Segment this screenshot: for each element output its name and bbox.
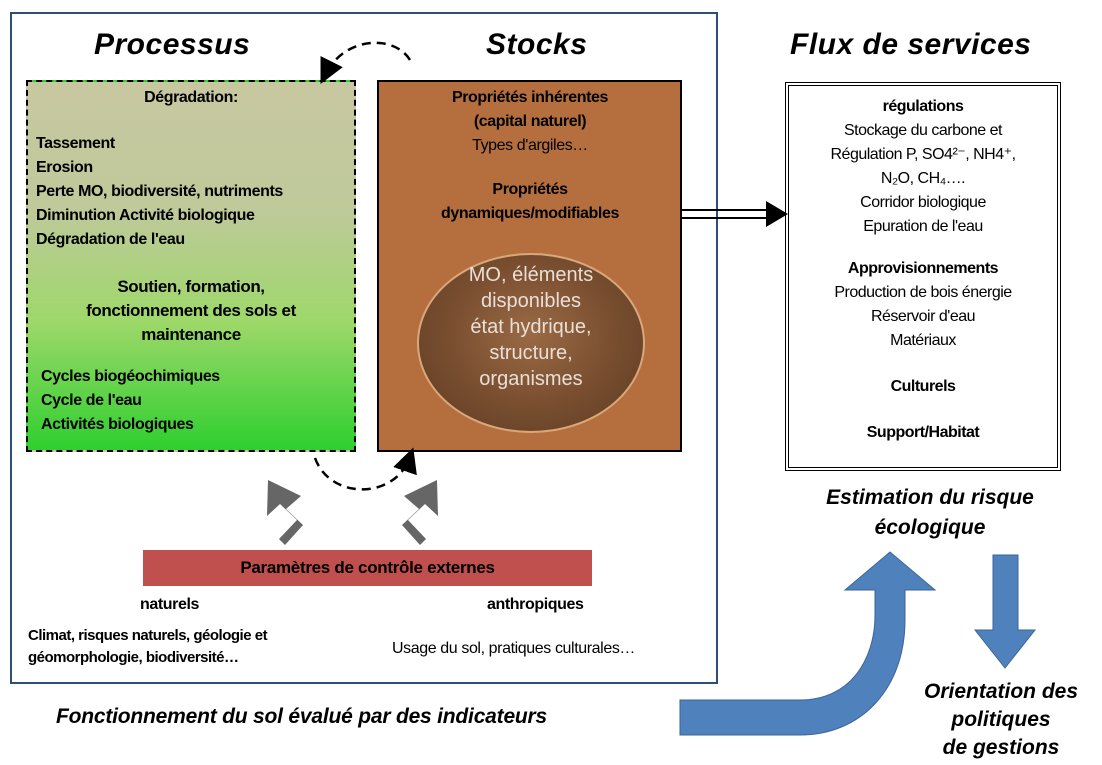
dashed-cycle-arrow-bottom [313,447,417,491]
naturels-line: Climat, risques naturels, géologie et [28,627,268,644]
degradation-item: Diminution Activité biologique [36,207,255,224]
dashed-cycle-arrow-top [320,41,412,84]
ellipse-line: structure, [489,342,573,364]
anthropiques-title: anthropiques [487,596,584,613]
regulations-title: régulations [882,98,964,115]
inherent-title: Propriétés inhérentes (capital naturel) [380,86,680,134]
fonctionnement-label: Fonctionnement du sol évalué par des ind… [56,705,548,728]
grey-arrow-left [267,480,303,545]
approvisionnements-title: Approvisionnements [847,260,999,277]
grey-arrow-right [402,480,438,545]
ellipse-line: MO, éléments [468,264,594,286]
estimation-label: Estimation du risque écologique [795,483,1065,543]
stocks-title: Stocks [486,28,588,61]
soil-ellipse [417,253,645,433]
blue-down-arrow [973,554,1037,669]
inherent-item: Types d'argiles… [472,137,588,154]
orientation-label: Orientation des politiques de gestions [900,678,1102,762]
soutien-item: Cycle de l'eau [41,392,142,409]
ellipse-line: organismes [479,368,583,390]
approvisionnements-line: Matériaux [890,332,956,349]
regulations-line: N₂O, CH₄…. [880,170,966,187]
ellipse-text: MO, éléments disponibles état hydrique, … [417,262,645,392]
estimation-line: Estimation du risque [826,486,1034,509]
orientation-line: Orientation des [923,680,1079,703]
stocks-to-flux-arrow-head [766,201,788,227]
inherent-title-line: (capital naturel) [473,113,587,130]
ellipse-line: disponibles [480,290,582,312]
processus-title: Processus [94,28,251,61]
dynamic-title-line: Propriétés [492,181,568,198]
orientation-line: politiques [951,708,1051,731]
regulations-line: Stockage du carbone et [843,122,1003,139]
flux-box [785,82,1061,471]
soutien-list: Cycles biogéochimiques Cycle de l'eau Ac… [41,365,351,437]
regulations-line: Régulation P, SO4²⁻, NH4⁺, [830,146,1016,163]
anthropiques-text: Usage du sol, pratiques culturales… [392,640,636,657]
naturels-line: géomorphologie, biodiversité… [28,649,239,666]
parametres-bar: Paramètres de contrôle externes [143,550,592,586]
soutien-title: Soutien, formation, fonctionnement des s… [30,275,352,347]
degradation-item: Perte MO, biodiversité, nutriments [36,183,283,200]
dynamic-title-line: dynamiques/modifiables [441,205,619,222]
regulations-line: Epuration de l'eau [863,218,983,235]
degradation-item: Dégradation de l'eau [36,231,185,248]
soutien-title-line: Soutien, formation, [117,277,265,296]
regulations-line: Corridor biologique [860,194,986,211]
processus-box [26,80,356,452]
degradation-item: Erosion [36,159,93,176]
degradation-title: Dégradation: [144,89,238,106]
soutien-item: Activités biologiques [41,416,194,433]
soutien-item: Cycles biogéochimiques [41,368,220,385]
degradation-list: Tassement Erosion Perte MO, biodiversité… [36,132,356,252]
culturels-label: Culturels [890,378,956,395]
flux-content: régulations Stockage du carbone et Régul… [789,95,1057,445]
flux-title: Flux de services [790,28,1032,61]
estimation-line: écologique [874,516,986,539]
support-label: Support/Habitat [866,424,980,441]
ellipse-line: état hydrique, [470,316,592,338]
soutien-title-line: maintenance [141,325,241,344]
blue-curved-arrow [679,551,937,736]
dynamic-title: Propriétés dynamiques/modifiables [380,178,680,226]
approvisionnements-line: Production de bois énergie [834,284,1012,301]
soutien-title-line: fonctionnement des sols et [86,301,296,320]
approvisionnements-line: Réservoir d'eau [870,308,976,325]
orientation-line: de gestions [942,736,1060,759]
naturels-title: naturels [140,596,200,613]
inherent-title-line: Propriétés inhérentes [451,89,609,106]
degradation-item: Tassement [36,135,115,152]
naturels-text: Climat, risques naturels, géologie et gé… [28,625,268,669]
main-frame [10,12,718,684]
